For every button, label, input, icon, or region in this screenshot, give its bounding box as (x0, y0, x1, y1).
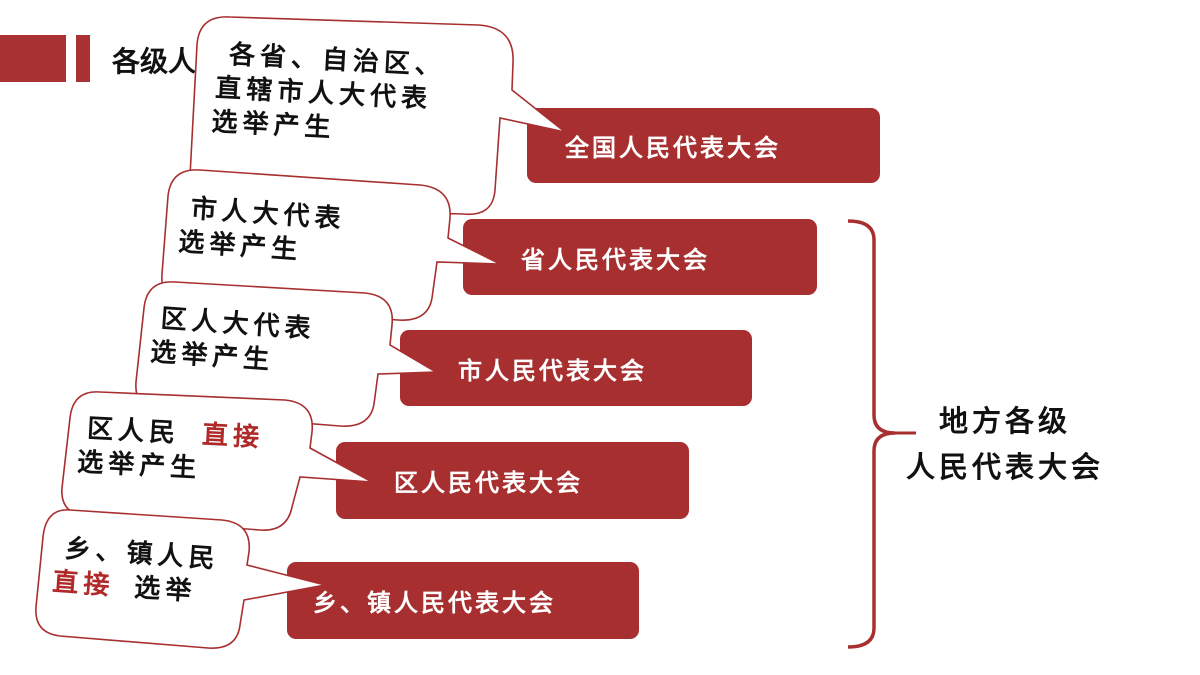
speech-bubble-district (61, 391, 373, 531)
congress-box-township: 乡、镇人民代表大会 (287, 562, 639, 639)
congress-label: 乡、镇人民代表大会 (313, 588, 556, 617)
local-label-line: 人民代表大会 (905, 450, 1104, 484)
header-accent-stripe (76, 35, 90, 82)
brace-path (847, 219, 896, 649)
speech-bubble-city (135, 281, 439, 427)
congress-label: 市人民代表大会 (458, 355, 647, 385)
speech-bubble-township (35, 509, 326, 649)
local-label-line: 地方各级 (938, 404, 1071, 438)
congress-box-city: 市人民代表大会 (400, 330, 752, 406)
speech-bubble-province (161, 169, 501, 321)
congress-label: 区人民代表大会 (394, 468, 583, 497)
header-accent-bar (0, 35, 66, 82)
congress-box-district: 区人民代表大会 (336, 442, 689, 519)
local-congress-label: 地方各级 人民代表大会 (900, 398, 1110, 490)
congress-box-national: 全国人民代表大会 (527, 108, 880, 183)
congress-label: 全国人民代表大会 (565, 133, 781, 162)
congress-box-province: 省人民代表大会 (463, 219, 817, 295)
congress-label: 省人民代表大会 (521, 244, 710, 274)
page-title: 各级人 (112, 45, 197, 78)
speech-bubble-national (189, 16, 566, 216)
